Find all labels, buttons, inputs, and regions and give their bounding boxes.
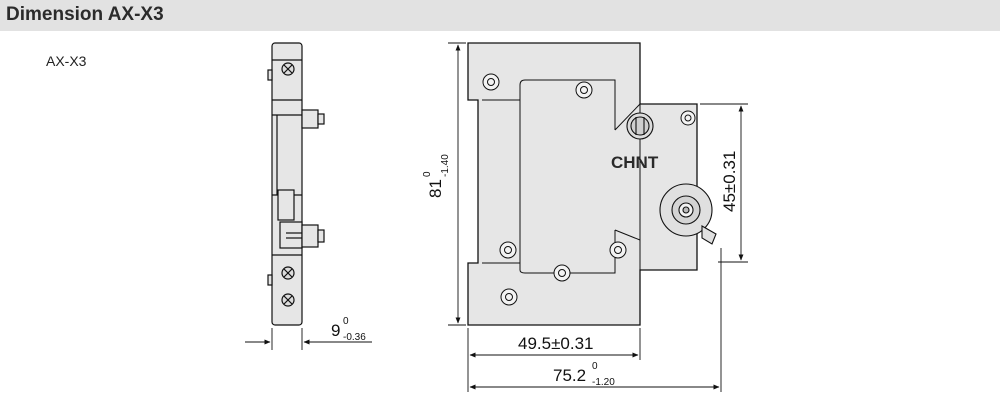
overall-width-lower-tol: -1.20 (592, 377, 615, 388)
rivet-icon (575, 81, 593, 99)
side-bottom-clip (301, 224, 319, 248)
rivet-icon (553, 264, 571, 282)
side-terminal (277, 189, 295, 221)
height-lower-tol: -1.40 (440, 154, 451, 177)
slotted-screw-icon (626, 112, 654, 140)
side-screw-icon (281, 266, 295, 280)
page-title: Dimension AX-X3 (6, 4, 164, 25)
step-label: 45±0.31 (720, 151, 739, 212)
height-dimension (448, 42, 466, 326)
front-width-label: 49.5±0.31 (518, 334, 594, 353)
rivet-icon (500, 288, 518, 306)
overall-width-upper-tol: 0 (592, 361, 598, 372)
overall-width-dimension (469, 248, 722, 392)
rivet-icon (482, 73, 500, 91)
depth-lower-tol: -0.36 (343, 332, 366, 343)
model-label: AX-X3 (46, 53, 87, 69)
side-view (267, 42, 325, 326)
rivet-icon (499, 241, 517, 259)
side-screw-icon (281, 293, 295, 307)
depth-nominal: 9 (331, 321, 340, 340)
rivet-icon (680, 110, 696, 126)
side-screw-icon (281, 62, 295, 76)
front-width-dimension (467, 328, 641, 392)
depth-upper-tol: 0 (343, 316, 349, 327)
header-bar: Dimension AX-X3 (0, 0, 1000, 31)
height-upper-tol: 0 (422, 171, 433, 177)
overall-width-nominal: 75.2 (553, 366, 586, 385)
height-label: 81 0 -1.40 (422, 154, 451, 198)
front-holes (482, 73, 696, 306)
depth-dimension (245, 328, 372, 350)
height-nominal: 81 (426, 179, 445, 198)
step-dimension (700, 103, 748, 263)
side-top-clip (301, 109, 319, 129)
rotary-knob-icon (659, 183, 717, 245)
rivet-icon (609, 241, 627, 259)
brand-logo: CHNT (611, 153, 659, 172)
